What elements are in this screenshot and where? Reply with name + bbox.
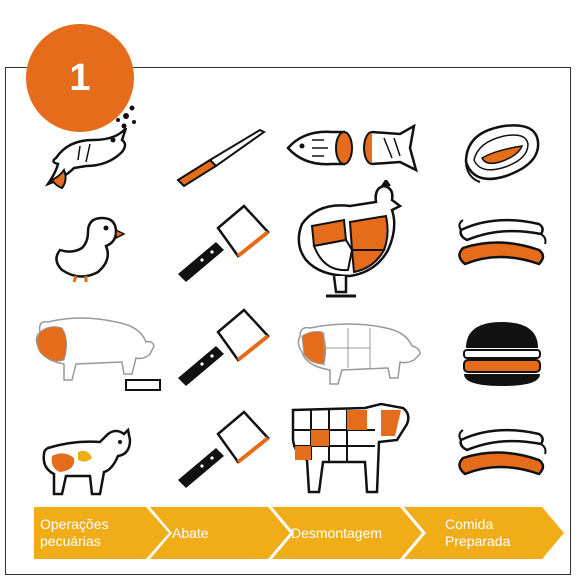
stage-chevron-2 bbox=[150, 507, 290, 559]
cleaver-icon-row3 bbox=[172, 306, 272, 386]
stage-chevron-3 bbox=[272, 507, 422, 559]
stage-chevron-4 bbox=[404, 507, 564, 559]
stage-label-2: Abate bbox=[172, 524, 209, 541]
fish-portions-icon bbox=[282, 118, 432, 178]
chick-icon bbox=[46, 212, 126, 282]
salmon-steak-icon bbox=[456, 112, 546, 192]
sausages-icon-row2 bbox=[455, 210, 550, 280]
cleaver-icon-row2 bbox=[172, 202, 272, 282]
pig-icon bbox=[20, 308, 170, 398]
pork-cuts-icon bbox=[290, 316, 430, 391]
stage-label-3: Desmontagem bbox=[291, 524, 383, 541]
stage-chevron-1 bbox=[34, 507, 169, 559]
cleaver-icon-row4 bbox=[172, 408, 272, 488]
beef-cuts-icon bbox=[285, 400, 425, 500]
burger-icon bbox=[458, 316, 548, 391]
sausages-icon-row4 bbox=[455, 420, 550, 490]
chicken-cuts-icon bbox=[288, 180, 408, 300]
step-number-badge: 1 bbox=[26, 24, 134, 132]
fish-icon bbox=[38, 100, 148, 195]
cow-icon bbox=[34, 420, 134, 500]
fillet-knife-icon bbox=[170, 118, 270, 188]
